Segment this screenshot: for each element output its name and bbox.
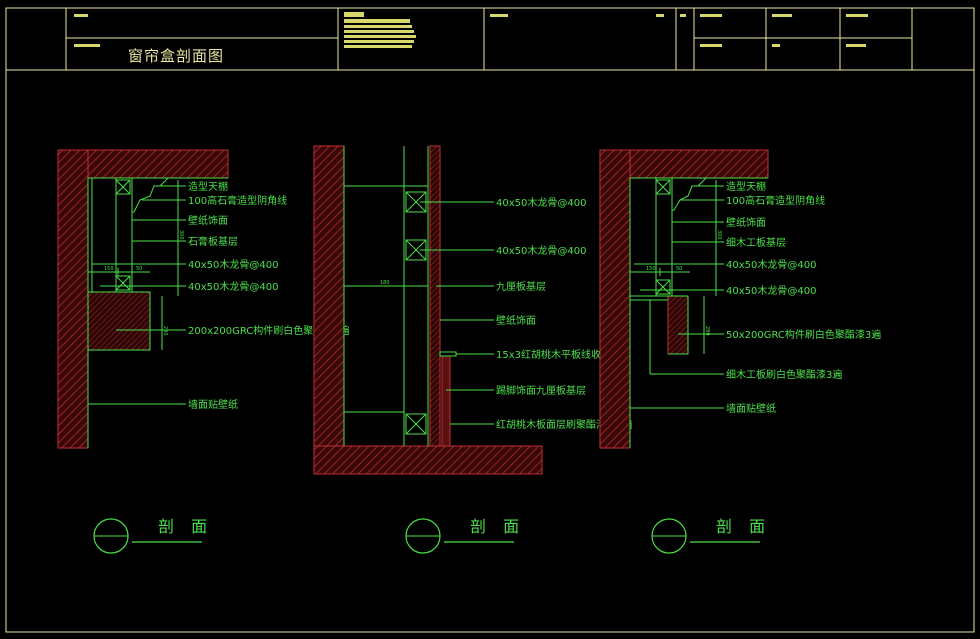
section-2-dim-180: 180	[380, 280, 390, 286]
section-2-label-3: 九厘板基层	[496, 280, 546, 293]
section-2-label-7: 红胡桃木板面层刷聚酯清漆3遍	[496, 418, 632, 431]
section-3-dim-50: 50	[676, 266, 682, 272]
section-3-label-6: 40x50木龙骨@400	[726, 284, 816, 297]
section-3-title: 剖 面	[716, 517, 771, 536]
section-1-dim-50: 50	[136, 266, 142, 272]
section-3-label-9: 墙面贴壁纸	[726, 402, 776, 415]
section-3-label-1: 造型天棚	[726, 180, 766, 193]
section-1-drawing: 150 50 280 300	[57, 149, 229, 449]
section-1-label-1: 造型天棚	[188, 180, 228, 193]
section-symbol-3: 剖 面	[651, 517, 771, 554]
section-1-label-2: 100高石膏造型阴角线	[188, 194, 287, 207]
section-symbol-2: 剖 面	[405, 517, 525, 554]
section-3-drawing: 150 50 280 300	[599, 149, 769, 449]
section-symbol-1: 剖 面	[93, 517, 213, 554]
section-1-label-3: 壁纸饰面	[188, 214, 228, 227]
section-1-title: 剖 面	[158, 517, 213, 536]
section-3-label-7: 50x200GRC构件刷白色聚酯漆3遍	[726, 328, 881, 341]
title-block-fills	[74, 12, 868, 48]
svg-text:280: 280	[162, 326, 168, 336]
section-1-label-7: 200x200GRC构件刷白色聚酯漆3遍	[188, 324, 350, 337]
section-2-label-1: 40x50木龙骨@400	[496, 196, 586, 209]
section-2-label-6: 踢脚饰面九厘板基层	[496, 384, 586, 397]
section-3-dim-150: 150	[646, 266, 656, 272]
section-3-annotations: 造型天棚 100高石膏造型阴角线 壁纸饰面 细木工板基层 40x50木龙骨@40…	[726, 180, 881, 415]
section-3-label-5: 40x50木龙骨@400	[726, 258, 816, 271]
drawing-title: 窗帘盒剖面图	[128, 47, 224, 65]
section-1-label-6: 40x50木龙骨@400	[188, 280, 278, 293]
section-2-title: 剖 面	[470, 517, 525, 536]
section-3-label-4: 细木工板基层	[726, 236, 786, 249]
section-2-label-2: 40x50木龙骨@400	[496, 244, 586, 257]
section-2-label-5: 15x3红胡桃木平板线收边	[496, 348, 611, 361]
svg-text:280: 280	[704, 326, 710, 336]
section-2-drawing: 180	[313, 145, 543, 475]
section-3-label-2: 100高石膏造型阴角线	[726, 194, 825, 207]
section-3-label-3: 壁纸饰面	[726, 216, 766, 229]
section-1-label-5: 40x50木龙骨@400	[188, 258, 278, 271]
section-1-label-4: 石膏板基层	[188, 235, 238, 248]
section-1-annotations: 造型天棚 100高石膏造型阴角线 壁纸饰面 石膏板基层 40x50木龙骨@400…	[188, 180, 350, 411]
svg-text:300: 300	[716, 230, 722, 240]
title-block	[5, 7, 975, 633]
section-3-label-8: 细木工板刷白色聚酯漆3遍	[726, 368, 842, 381]
section-2-label-4: 壁纸饰面	[496, 314, 536, 327]
section-1-label-8: 墙面贴壁纸	[188, 398, 238, 411]
svg-text:300: 300	[178, 230, 184, 240]
section-2-annotations: 40x50木龙骨@400 40x50木龙骨@400 九厘板基层 壁纸饰面 15x…	[496, 196, 632, 431]
section-1-dim-150: 150	[104, 266, 114, 272]
